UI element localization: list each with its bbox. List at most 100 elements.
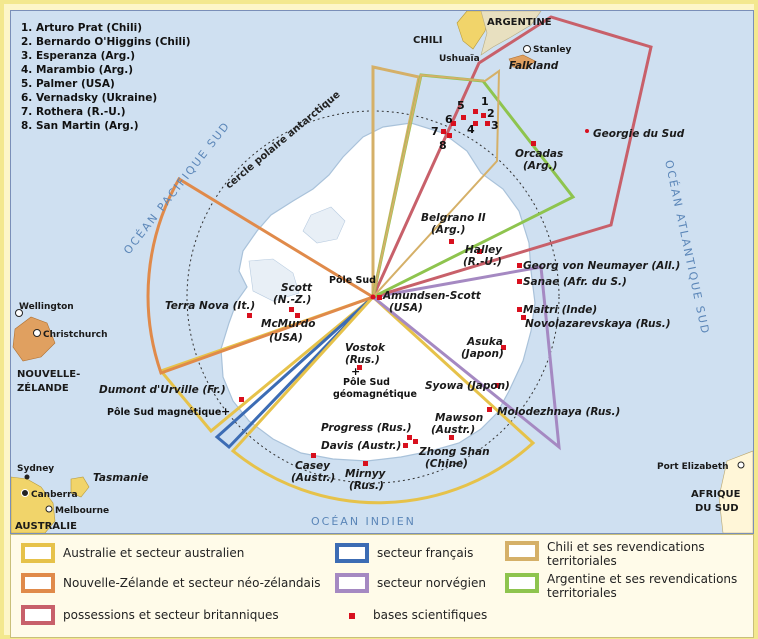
- georgia-marker-icon: [585, 129, 589, 133]
- station-marker-vostok: [357, 365, 362, 370]
- label-afrique-1: AFRIQUE: [691, 489, 741, 500]
- city-canberra-icon: [21, 489, 29, 497]
- station-marker-molodezhnaya: [487, 407, 492, 412]
- label-zhong-2: (Chine): [425, 458, 468, 470]
- legend-label: possessions et secteur britanniques: [63, 608, 279, 622]
- tasmania-land: [70, 476, 90, 498]
- station-marker-1: [473, 109, 478, 114]
- legend-item-chile: Chili et ses revendications territoriale…: [505, 537, 705, 568]
- label-station-8: 8: [439, 139, 447, 152]
- station-marker-novo: [521, 315, 526, 320]
- legend-item-france: secteur français: [335, 543, 473, 563]
- label-pole-geo-2: géomagnétique: [333, 389, 417, 400]
- sector-france: [214, 295, 375, 450]
- legend-swatch-british: [21, 605, 55, 625]
- city-sydney-icon: [24, 474, 30, 480]
- station-marker-8: [447, 133, 452, 138]
- list-item: 5. Palmer (USA): [21, 78, 115, 90]
- label-mirnyy-1: Mirnyy: [345, 468, 387, 480]
- sector-british: [370, 15, 653, 300]
- label-sydney: Sydney: [17, 464, 54, 474]
- city-christchurch-icon: [33, 329, 41, 337]
- label-argentine: ARGENTINE: [487, 17, 552, 28]
- label-asuka-1: Asuka: [466, 336, 503, 348]
- label-mawson-2: (Austr.): [431, 424, 475, 436]
- label-mcmurdo-2: (USA): [269, 332, 303, 344]
- station-markers: [239, 109, 536, 466]
- label-sanae: Sanae (Afr. du S.): [523, 276, 627, 288]
- station-marker-dumont: [239, 397, 244, 402]
- legend-label: bases scientifiques: [373, 608, 488, 622]
- sector-australia-west: [230, 294, 536, 505]
- label-chili: CHILI: [413, 35, 443, 46]
- label-neumayer: Georg von Neumayer (All.): [523, 260, 680, 272]
- city-melbourne-icon: [45, 505, 53, 513]
- label-zhong-1: Zhong Shan: [418, 446, 490, 458]
- label-orcadas-2: (Arg.): [523, 160, 557, 172]
- label-progress: Progress (Rus.): [321, 422, 412, 434]
- legend-label: Nouvelle-Zélande et secteur néo-zélandai…: [63, 576, 321, 590]
- station-marker-4: [473, 121, 478, 126]
- legend-swatch-chile: [505, 541, 539, 561]
- station-marker-7: [441, 129, 446, 134]
- label-christchurch: Christchurch: [43, 330, 108, 340]
- station-marker-maitri: [517, 307, 522, 312]
- city-port-elizabeth-icon: [737, 461, 745, 469]
- sector-chile-inner: [371, 69, 501, 301]
- map-legend: Australie et secteur australien Nouvelle…: [10, 534, 754, 638]
- station-marker-orcadas: [531, 141, 536, 146]
- station-marker-amundsen: [377, 295, 382, 300]
- pole-marker-icon: [370, 294, 376, 300]
- station-marker-mirnyy: [363, 461, 368, 466]
- label-halley-2: (R.-U.): [463, 256, 502, 268]
- label-mawson-1: Mawson: [435, 412, 483, 424]
- list-item: 8. San Martin (Arg.): [21, 120, 139, 132]
- legend-swatch-france: [335, 543, 369, 563]
- label-orcadas-1: Orcadas: [515, 148, 563, 160]
- station-marker-progress: [407, 435, 412, 440]
- station-marker-2: [481, 113, 486, 118]
- label-canberra: Canberra: [31, 490, 78, 500]
- label-dumont: Dumont d'Urville (Fr.): [99, 384, 226, 396]
- argentina-tip: [480, 11, 542, 56]
- ronne-shelf: [302, 206, 346, 244]
- legend-label: Argentine et ses revendications territor…: [547, 569, 737, 600]
- city-wellington-icon: [15, 309, 23, 317]
- label-tasmanie: Tasmanie: [93, 472, 148, 484]
- label-ocean-indian: OCÉAN INDIEN: [311, 515, 416, 528]
- label-falkland: Falkland: [509, 60, 559, 72]
- label-casey-2: (Austr.): [291, 472, 335, 484]
- legend-item-bases: bases scientifiques: [335, 605, 487, 622]
- list-item: 6. Vernadsky (Ukraine): [21, 92, 157, 104]
- base-marker-icon: [349, 613, 355, 619]
- label-davis: Davis (Austr.): [321, 440, 401, 452]
- legend-label-line: Argentine et ses revendications: [547, 572, 738, 586]
- station-marker-davis: [403, 443, 408, 448]
- label-amundsen-1: Amundsen-Scott: [382, 290, 482, 302]
- list-item: 2. Bernardo O'Higgins (Chili): [21, 36, 191, 48]
- label-belgrano-2: (Arg.): [431, 224, 465, 236]
- geomagnetic-plus-icon: +: [351, 365, 360, 378]
- label-melbourne: Melbourne: [55, 506, 109, 516]
- numbered-list: 1. Arturo Prat (Chili) 2. Bernardo O'Hig…: [21, 22, 191, 132]
- legend-item-british: possessions et secteur britanniques: [21, 605, 279, 625]
- label-wellington: Wellington: [19, 302, 74, 312]
- station-marker-mcmurdo: [295, 313, 300, 318]
- label-ushuaia: Ushuaïa: [439, 54, 480, 64]
- legend-swatch-new-zealand: [21, 573, 55, 593]
- legend-label-line: Chili et ses revendications: [547, 540, 705, 554]
- ross-shelf: [248, 258, 300, 302]
- legend-label: Australie et secteur australien: [63, 546, 245, 560]
- legend-swatch-norway: [335, 573, 369, 593]
- label-station-5: 5: [457, 99, 465, 112]
- label-maitri: Maitri (Inde): [523, 304, 597, 316]
- label-belgrano-1: Belgrano II: [421, 212, 486, 224]
- antarctica-map: OCÉAN PACIFIQUE SUD OCÉAN ATLANTIQUE SUD…: [10, 10, 754, 534]
- station-marker-halley: [477, 249, 482, 254]
- label-vostok-2: (Rus.): [345, 354, 380, 366]
- magnetic-plus-icon: +: [221, 405, 230, 418]
- legend-item-australia: Australie et secteur australien: [21, 543, 244, 563]
- legend-item-new-zealand: Nouvelle-Zélande et secteur néo-zélandai…: [21, 573, 321, 593]
- city-stanley-icon: [523, 45, 531, 53]
- falkland-islands: [508, 54, 536, 70]
